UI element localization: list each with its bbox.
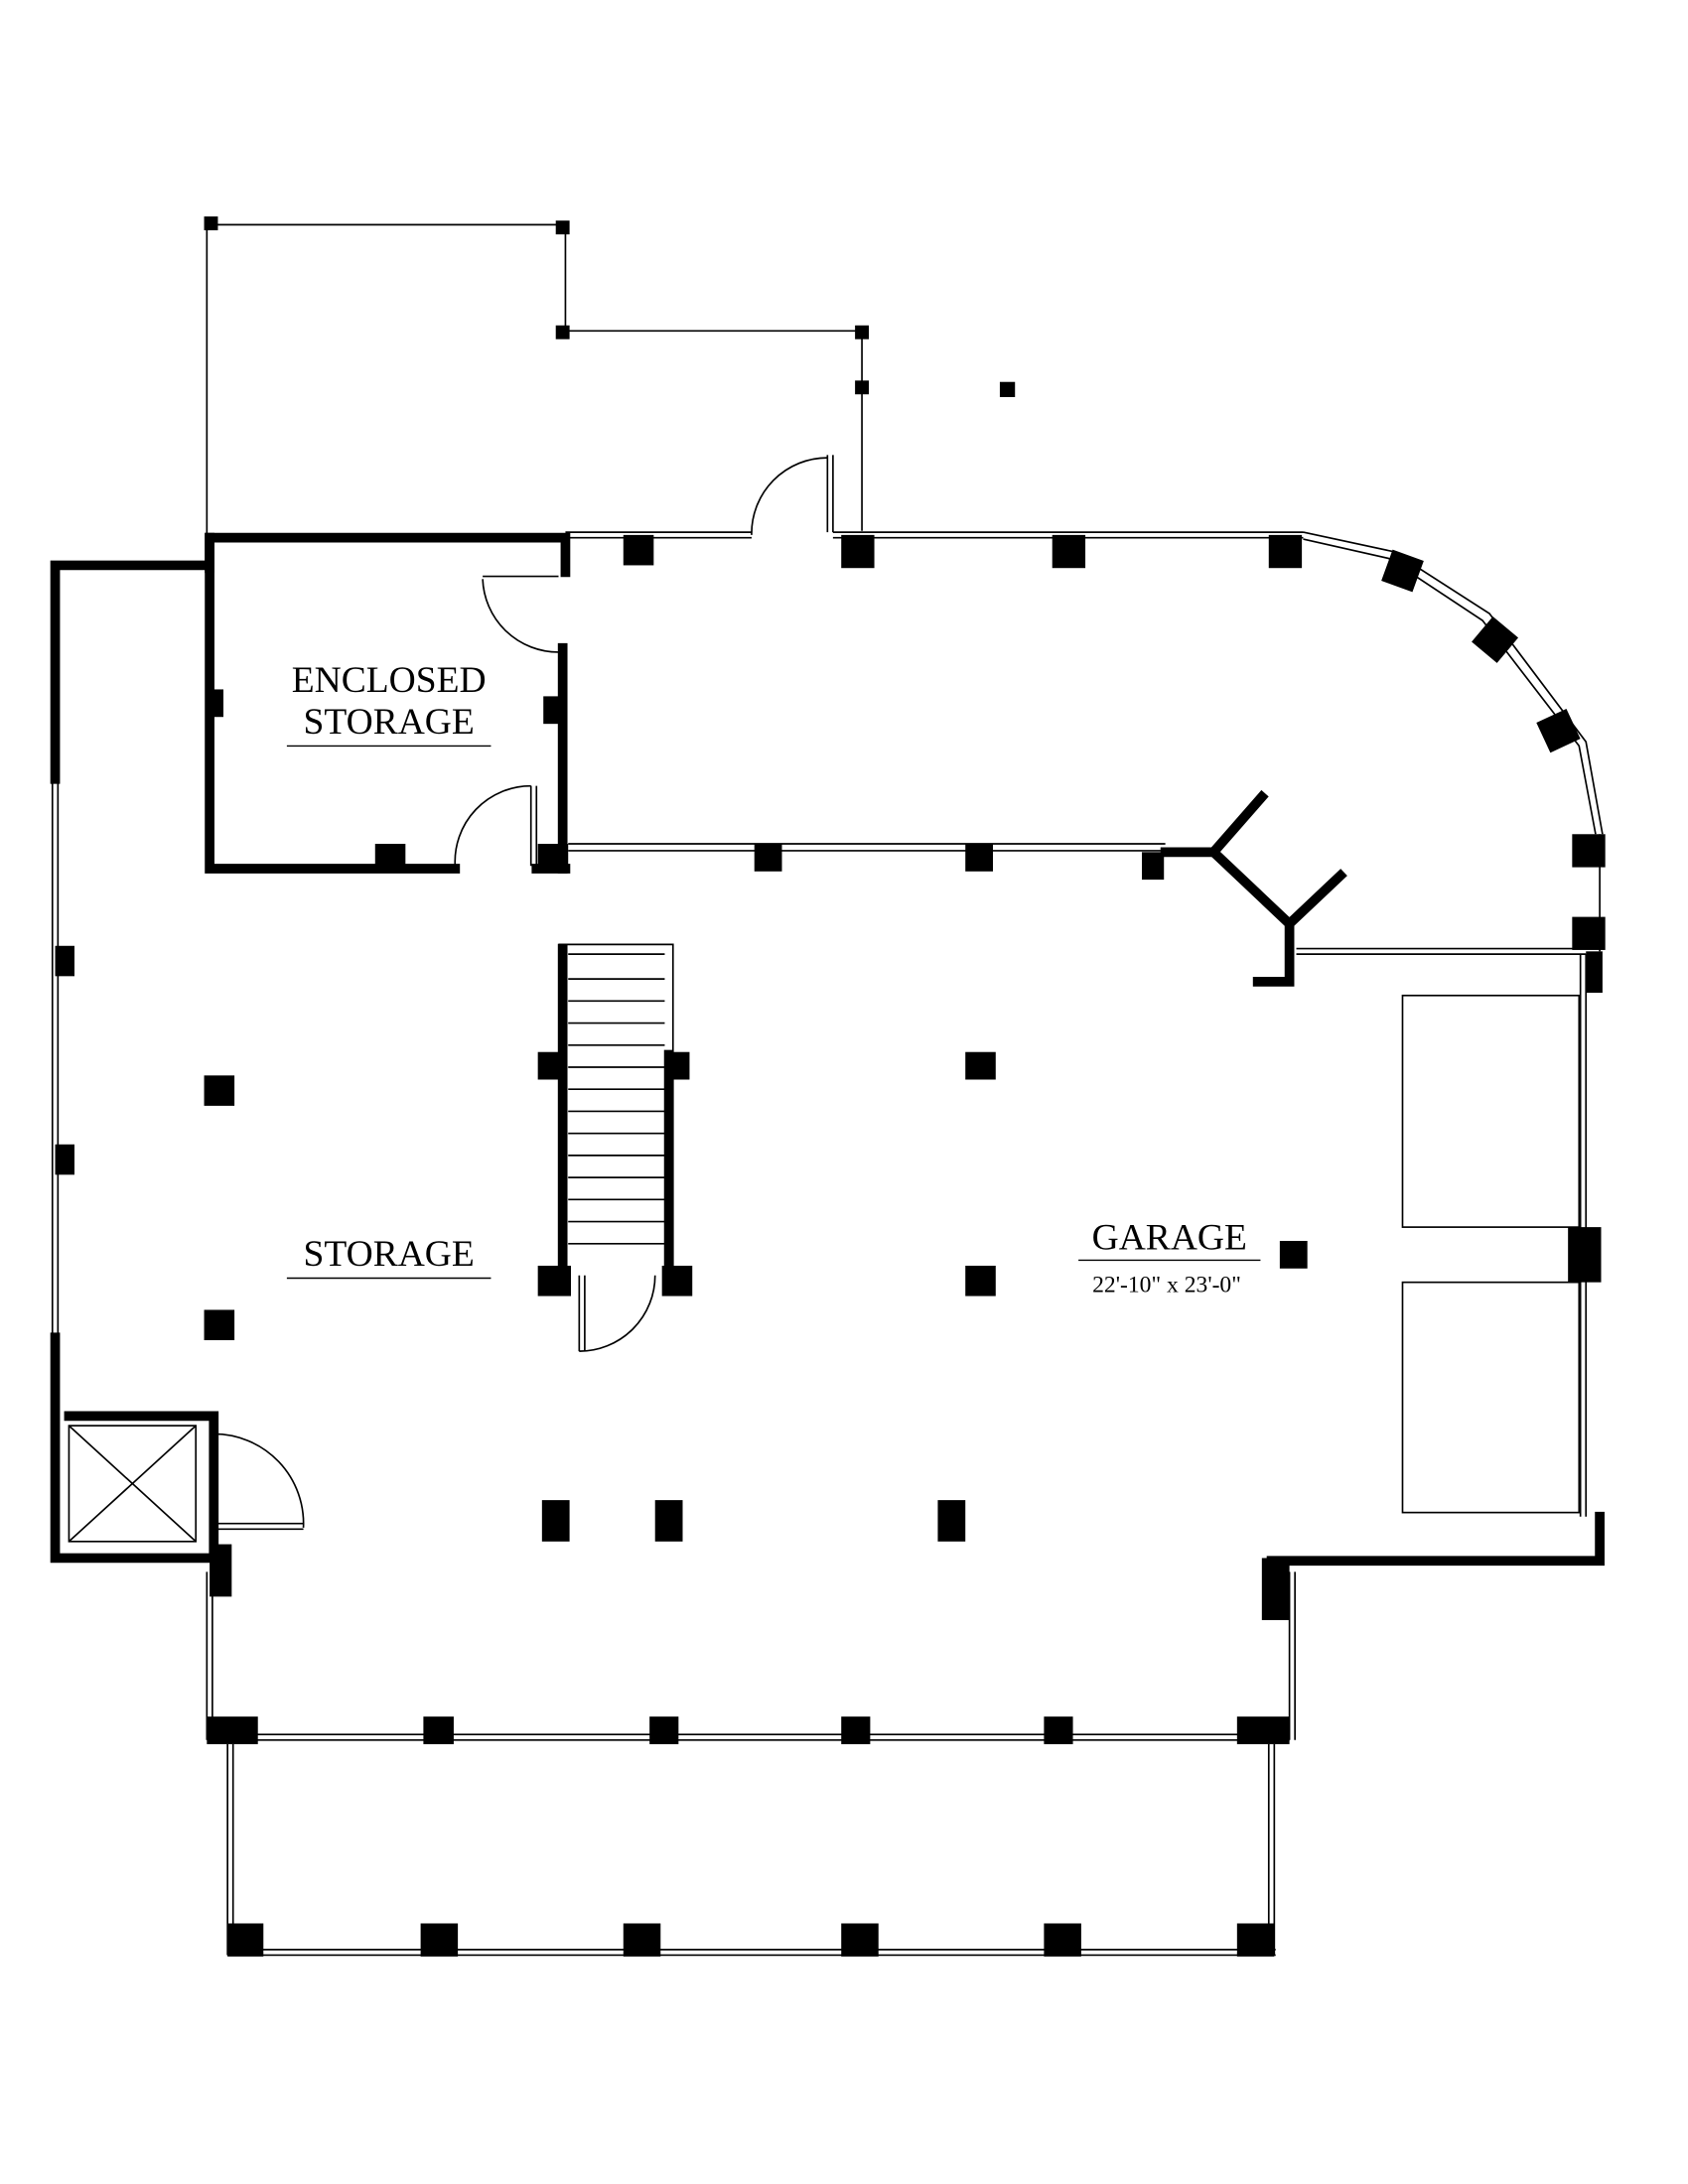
room-labels: ENCLOSED STORAGE STORAGE GARAGE 22'-10" … [286,660,1261,1297]
columns [55,216,1606,1957]
garage-label: GARAGE [1092,1217,1247,1258]
garage-dimensions: 22'-10" x 23'-0" [1092,1272,1241,1297]
thin-lines [51,223,1604,1957]
enclosed-storage-label-line2: STORAGE [304,702,475,743]
enclosed-storage-label-line1: ENCLOSED [292,660,487,701]
thick-walls [50,532,1605,1611]
storage-label: STORAGE [304,1234,475,1275]
stair-treads [558,943,674,1269]
